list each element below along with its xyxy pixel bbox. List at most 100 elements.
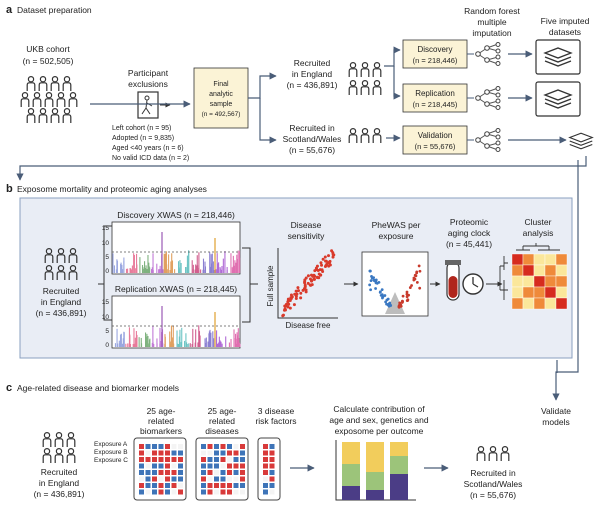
grid-cell — [263, 470, 268, 475]
stacked-bar-segment — [342, 486, 360, 500]
grid-cell — [171, 463, 177, 469]
panel-a-letter: a — [6, 4, 13, 16]
stacked-bar-segment — [366, 442, 384, 472]
volcano-point — [374, 278, 378, 282]
diseases-line-2: related — [209, 416, 235, 426]
stacked-bar-segment — [366, 472, 384, 490]
grid-cell — [145, 463, 151, 469]
final-sample-line-1: Final — [213, 81, 229, 88]
stacked-bar-segment — [342, 442, 360, 464]
sensitivity-line-1: Disease — [291, 220, 322, 230]
heatmap-cell — [511, 297, 524, 310]
grid-cell — [214, 463, 219, 469]
exposure-b-label: Exposure B — [94, 449, 128, 456]
volcano-point — [368, 269, 372, 273]
grid-cell — [240, 483, 245, 488]
exit-door-icon — [137, 91, 171, 119]
volcano-point — [412, 278, 416, 282]
volcano-point — [378, 290, 382, 294]
heatmap-cell — [544, 253, 557, 266]
heatmap-cell — [522, 275, 535, 288]
diseases-line-3: diseases — [205, 426, 239, 436]
grid-cell — [201, 457, 206, 462]
grid-cell — [165, 483, 170, 488]
heatmap-cell — [533, 297, 546, 310]
grid-cell — [220, 489, 226, 495]
grid-cell — [207, 463, 213, 469]
discovery-n: (n = 218,446) — [413, 56, 458, 65]
grid-cell — [171, 457, 177, 462]
grid-cell — [227, 457, 232, 462]
scatter-point — [286, 299, 290, 303]
stacked-bar-segment — [342, 464, 360, 486]
final-sample-line-3: sample — [210, 101, 233, 108]
cluster-heatmap — [511, 253, 568, 310]
sensitivity-line-2: sensitivity — [288, 231, 326, 241]
volcano-point — [398, 303, 402, 307]
grid-cell — [207, 489, 213, 495]
grid-cell — [178, 476, 183, 482]
volcano-point — [405, 299, 409, 302]
b-bracket-left — [98, 225, 112, 321]
contribution-line-1: Calculate contribution of — [333, 404, 425, 414]
scatter-point — [287, 302, 291, 306]
grid-cell — [240, 489, 245, 495]
scatter-point — [289, 296, 293, 300]
replication-xwas-plot — [111, 295, 241, 349]
grid-cell — [240, 450, 245, 456]
grid-cell — [207, 450, 213, 456]
scatter-point — [328, 259, 332, 263]
heatmap-cell — [511, 286, 524, 299]
cohort-crowd-icon — [20, 76, 78, 124]
volcano-points — [368, 264, 422, 309]
grid-cell — [158, 483, 164, 488]
volcano-point — [379, 293, 383, 297]
arrow-a-to-b — [16, 156, 587, 181]
volcano-point — [374, 281, 378, 285]
stacked-bar-segment — [366, 490, 384, 500]
scatter-point — [332, 253, 336, 257]
dendrogram-top — [516, 243, 560, 251]
grid-cell — [171, 489, 177, 495]
c-scotland-group-icon — [476, 446, 510, 462]
replication-label: Replication — [415, 89, 455, 98]
grid-cell — [207, 457, 213, 462]
grid-cell — [158, 476, 164, 482]
grid-cell — [233, 483, 239, 488]
grid-cell — [165, 470, 170, 475]
scatter-point — [318, 273, 322, 277]
phewas-line-1: PheWAS per — [372, 220, 421, 230]
grid-cell — [165, 463, 170, 469]
england-group-icon — [348, 62, 382, 96]
heatmap-cell — [511, 264, 524, 277]
volcano-point — [408, 286, 412, 289]
grid-cell — [201, 476, 206, 482]
arrow-to-replication — [393, 66, 401, 100]
validation-n: (n = 55,676) — [415, 142, 456, 151]
scatter-point — [323, 255, 327, 259]
risk-grid-box — [257, 437, 281, 501]
replication-xwas-title: Replication XWAS (n = 218,445) — [115, 284, 237, 294]
grid-cell — [158, 463, 164, 469]
full-sample-axis-label: Full sample — [266, 265, 275, 306]
volcano-point — [405, 290, 409, 294]
risk-grid-cells — [263, 444, 275, 495]
discovery-box — [402, 39, 468, 69]
volcano-point — [374, 287, 377, 290]
blood-tube-icon — [445, 260, 461, 301]
grid-cell — [165, 476, 170, 482]
cluster-line-2: analysis — [523, 228, 554, 238]
scatter-point — [294, 289, 298, 293]
a-england-line-1: Recruited — [294, 58, 331, 68]
grid-cell — [233, 470, 239, 475]
exposure-a-label: Exposure A — [94, 441, 128, 448]
grid-cell — [220, 476, 226, 482]
sensitivity-axes — [277, 248, 338, 319]
heatmap-cell — [522, 297, 535, 310]
scatter-point — [319, 261, 323, 265]
grid-cell — [220, 450, 226, 456]
scatter-point — [328, 263, 332, 267]
grid-cell — [233, 450, 239, 456]
scatter-point — [281, 314, 285, 318]
